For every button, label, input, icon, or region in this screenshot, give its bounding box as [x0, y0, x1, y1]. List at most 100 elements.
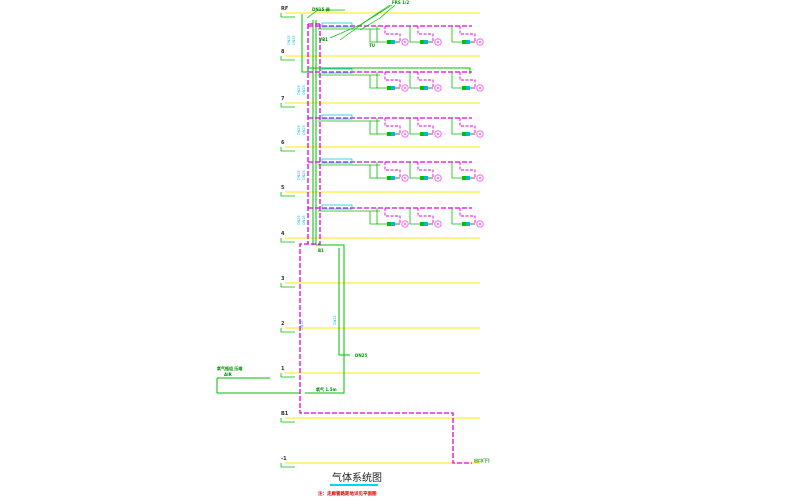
outlet-icon [401, 84, 409, 92]
outlet-dot [404, 41, 406, 43]
floor-label-1: 1 [281, 366, 285, 372]
outlet-icon [401, 174, 409, 182]
floor-label-5: 5 [281, 185, 285, 191]
leader-line [339, 4, 393, 41]
floor-label-b1: B1 [281, 411, 289, 417]
level-marker [280, 283, 295, 288]
branch-drop-magenta [384, 162, 401, 178]
valve-icon [462, 40, 466, 44]
outlet-icon [476, 130, 484, 138]
branch-drop-magenta [384, 26, 401, 42]
valve-box [321, 114, 353, 120]
valve-icon [466, 86, 470, 90]
floor-label-7: 7 [281, 96, 285, 102]
outlet-icon [434, 84, 442, 92]
level-marker [280, 418, 295, 423]
outlet-dot [404, 177, 406, 179]
outlet-icon [434, 38, 442, 46]
branch-drop-magenta [459, 162, 476, 178]
annotation-valve-box: VB1 [319, 37, 328, 42]
branch-drop-magenta [417, 72, 434, 88]
green-drop-lower [305, 244, 345, 394]
floor-label-4: 4 [281, 231, 285, 237]
riser-label: DN25 [297, 215, 301, 225]
outlet-dot [437, 133, 439, 135]
leader-line [329, 4, 391, 39]
annotation-main-valve: DN15 阀 [312, 6, 330, 12]
level-marker [280, 238, 295, 243]
valve-icon [462, 222, 466, 226]
outlet-dot [404, 133, 406, 135]
valve-icon [391, 176, 395, 180]
valve-box [321, 158, 353, 164]
valve-icon [424, 176, 428, 180]
riser-text-labels: DN25 DN25 DN25 DN25 DN25 DN25 DN25 DN25 … [287, 35, 337, 330]
valve-box [321, 68, 353, 74]
valve-icon [387, 222, 391, 226]
valve-icon [466, 40, 470, 44]
annotation-left-1: 氧气瓶组 压缩 [216, 365, 242, 371]
branch-drop-magenta [459, 118, 476, 134]
riser-pipes-magenta [299, 23, 472, 464]
floor-labels: RF 8 7 6 5 4 3 2 1 B1 -1 [281, 6, 289, 462]
outlet-dot [479, 133, 481, 135]
valve-icon [466, 132, 470, 136]
valve-icon [391, 132, 395, 136]
annotation-terminal-unit: TU [369, 43, 375, 48]
outlet-dot [437, 87, 439, 89]
annotation-pressure: 氧气 1.5m [315, 386, 337, 392]
valve-icon [462, 176, 466, 180]
branch-drop-magenta [384, 208, 401, 224]
outlet-icon [476, 174, 484, 182]
floor-lines [285, 12, 480, 464]
level-marker [280, 13, 295, 18]
leader-line [359, 4, 396, 31]
riser-label: DN25 [297, 125, 301, 135]
riser-label: DN25 [302, 215, 306, 225]
branch-lead [369, 29, 378, 43]
valve-icon [420, 176, 424, 180]
valve-icon [387, 40, 391, 44]
riser-label: DN25 [292, 35, 296, 45]
level-marker [280, 328, 295, 333]
green-lower-inner [338, 248, 350, 356]
level-marker [280, 147, 295, 152]
outlet-icon [401, 38, 409, 46]
floor-label-8: 8 [281, 49, 285, 55]
outlet-dot [404, 87, 406, 89]
branch-drop-magenta [459, 208, 476, 224]
annotation-level1-a: B1 [318, 248, 324, 253]
valve-icon [462, 86, 466, 90]
riser-label: DN25 [287, 35, 291, 45]
valve-icon [387, 86, 391, 90]
floor-label-bottom: -1 [281, 456, 287, 462]
green-riser-left [301, 14, 308, 73]
valve-icon [391, 222, 395, 226]
outlet-icon [401, 220, 409, 228]
annotation-left-2: AIR [224, 372, 232, 377]
outlet-icon [476, 38, 484, 46]
branch-lead [369, 75, 378, 89]
riser-label: DN25 [302, 125, 306, 135]
valve-icon [420, 222, 424, 226]
floor-label-rf: RF [281, 6, 288, 12]
branch-drop-magenta [459, 26, 476, 42]
green-left-feed [216, 378, 300, 394]
outlet-dot [479, 87, 481, 89]
level-marker [280, 192, 295, 197]
annotation-outlet: 出口(下) [474, 457, 490, 463]
branch-drop-magenta [417, 208, 434, 224]
riser-pipes-green [216, 14, 350, 394]
level-marker [280, 373, 295, 378]
floor-label-2: 2 [281, 321, 285, 327]
branch-drop-magenta [384, 72, 401, 88]
valve-icon [420, 86, 424, 90]
outlet-dot [479, 41, 481, 43]
valve-icon [387, 132, 391, 136]
floor-branches [308, 22, 484, 228]
outlet-dot [437, 41, 439, 43]
green-loop-8 [302, 67, 471, 74]
floor-label-3: 3 [281, 276, 285, 282]
